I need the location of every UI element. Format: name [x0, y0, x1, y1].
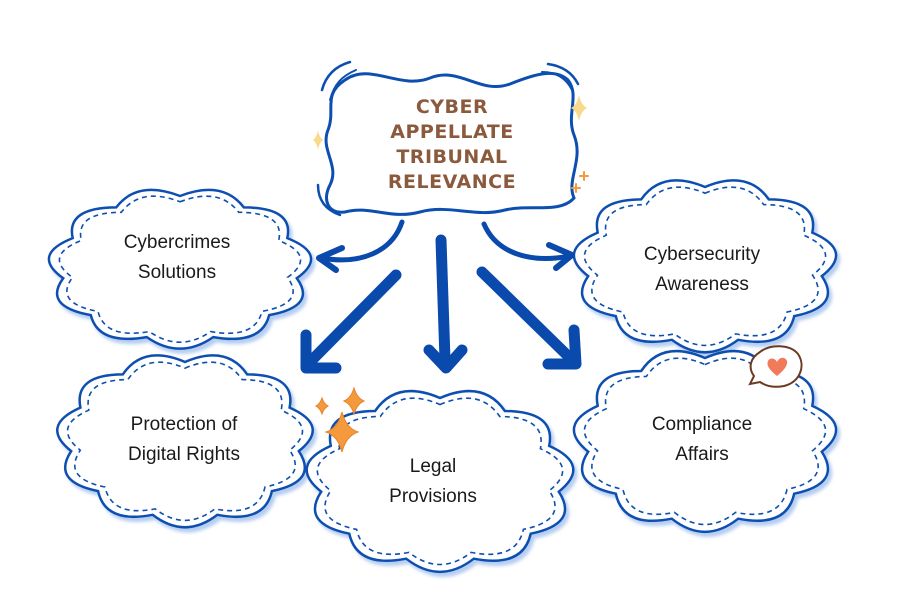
swoosh-top-left-2	[329, 69, 357, 101]
node-label-line: Solutions	[137, 262, 217, 283]
center-node-outline	[324, 71, 579, 216]
node-cybersecurity-awareness: Cybersecurity Awareness	[644, 240, 760, 300]
cloud-dashed-stitch	[58, 195, 302, 343]
arrow-to-protection-digital-rights	[306, 269, 402, 366]
node-legal-provisions: Legal Provisions	[389, 452, 477, 512]
cloud-outline	[47, 188, 313, 350]
sparkle-yellow-icon	[571, 95, 587, 121]
node-compliance-affairs: Compliance Affairs	[652, 410, 752, 470]
center-title-line: Appellate	[390, 121, 514, 143]
arrowhead-protection-digital-rights	[300, 329, 342, 374]
cloud-dashed-stitch	[583, 357, 827, 526]
cloud-outline	[56, 354, 314, 529]
cloud-compliance-affairs	[572, 349, 838, 533]
plus-orange-icon	[571, 171, 589, 193]
swoosh-top-right-2	[541, 71, 573, 91]
center-title-line: Tribunal	[396, 146, 508, 168]
heart-icon	[767, 357, 788, 376]
arrow-to-cybercrimes-solutions	[319, 219, 405, 263]
cloud-dashed-stitch	[66, 361, 304, 522]
node-label-line: Provisions	[389, 486, 477, 507]
node-label-line: Protection of	[130, 414, 238, 435]
sparkle-orange-cluster-icon	[314, 386, 366, 453]
swoosh-top-left	[320, 60, 352, 92]
center-node	[316, 60, 580, 217]
node-protection-digital-rights: Protection of Digital Rights	[128, 410, 240, 470]
center-title-line: Relevance	[387, 171, 517, 193]
node-cybercrimes-solutions: Cybercrimes Solutions	[124, 228, 231, 288]
node-label-line: Compliance	[651, 414, 753, 435]
arrowhead-compliance-affairs	[542, 324, 582, 370]
cloud-outline	[572, 349, 838, 533]
decorations	[313, 95, 803, 453]
node-label-line: Cybercrimes	[123, 232, 231, 253]
node-label-line: Digital Rights	[128, 444, 240, 465]
center-title-line: Cyber	[415, 96, 489, 118]
swoosh-top-right	[546, 62, 580, 86]
swoosh-bottom-left	[316, 183, 342, 217]
arrowhead-legal-provisions	[423, 344, 468, 374]
cloud-outline	[305, 389, 575, 573]
node-label-line: Awareness	[655, 274, 749, 295]
cloud-dashed-stitch	[583, 186, 827, 347]
cloud-legal-provisions	[305, 389, 575, 573]
sparkle-yellow-small-icon	[313, 130, 323, 150]
cloud-protection-digital-rights	[56, 354, 314, 529]
arrow-to-compliance-affairs	[476, 266, 574, 362]
arrow-to-cybersecurity-awareness	[481, 221, 573, 261]
arrows	[300, 219, 582, 374]
cloud-dashed-stitch	[316, 397, 564, 566]
node-label-line: Cybersecurity	[643, 244, 761, 265]
arrowhead-cybercrimes-solutions	[316, 245, 345, 273]
center-title: Cyber Appellate Tribunal Relevance	[388, 95, 516, 195]
node-label-line: Legal	[409, 456, 457, 477]
node-label-line: Affairs	[675, 444, 729, 465]
heart-speech-bubble-icon	[748, 345, 803, 388]
arrow-to-legal-provisions	[435, 234, 451, 366]
cloud-cybercrimes-solutions	[47, 188, 313, 350]
arrowhead-cybersecurity-awareness	[546, 242, 575, 271]
cloud-outline	[572, 179, 838, 354]
cloud-cybersecurity-awareness	[572, 179, 838, 354]
